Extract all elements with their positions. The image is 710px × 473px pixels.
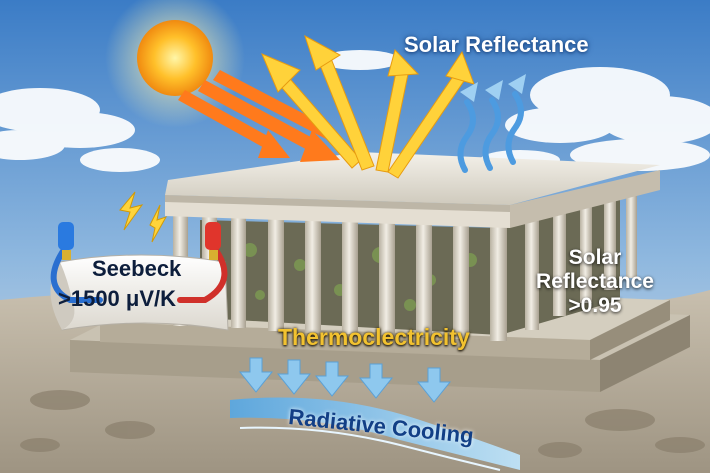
seebeck-label: Seebeck >1500 μV/K bbox=[58, 254, 228, 314]
side-label-line-1: Solar bbox=[568, 246, 622, 269]
solar-reflectance-top-label: Solar Reflectance bbox=[404, 32, 589, 57]
seebeck-value: >1500 μV/K bbox=[58, 286, 177, 311]
solar-reflectance-side-label: Solar Reflectance >0.95 bbox=[530, 246, 660, 318]
side-label-line-2: Reflectance bbox=[536, 270, 654, 293]
seebeck-title: Seebeck bbox=[92, 256, 182, 281]
thermoelectricity-label: Thermoclectricity bbox=[278, 324, 470, 350]
side-label-line-3: >0.95 bbox=[568, 294, 622, 317]
